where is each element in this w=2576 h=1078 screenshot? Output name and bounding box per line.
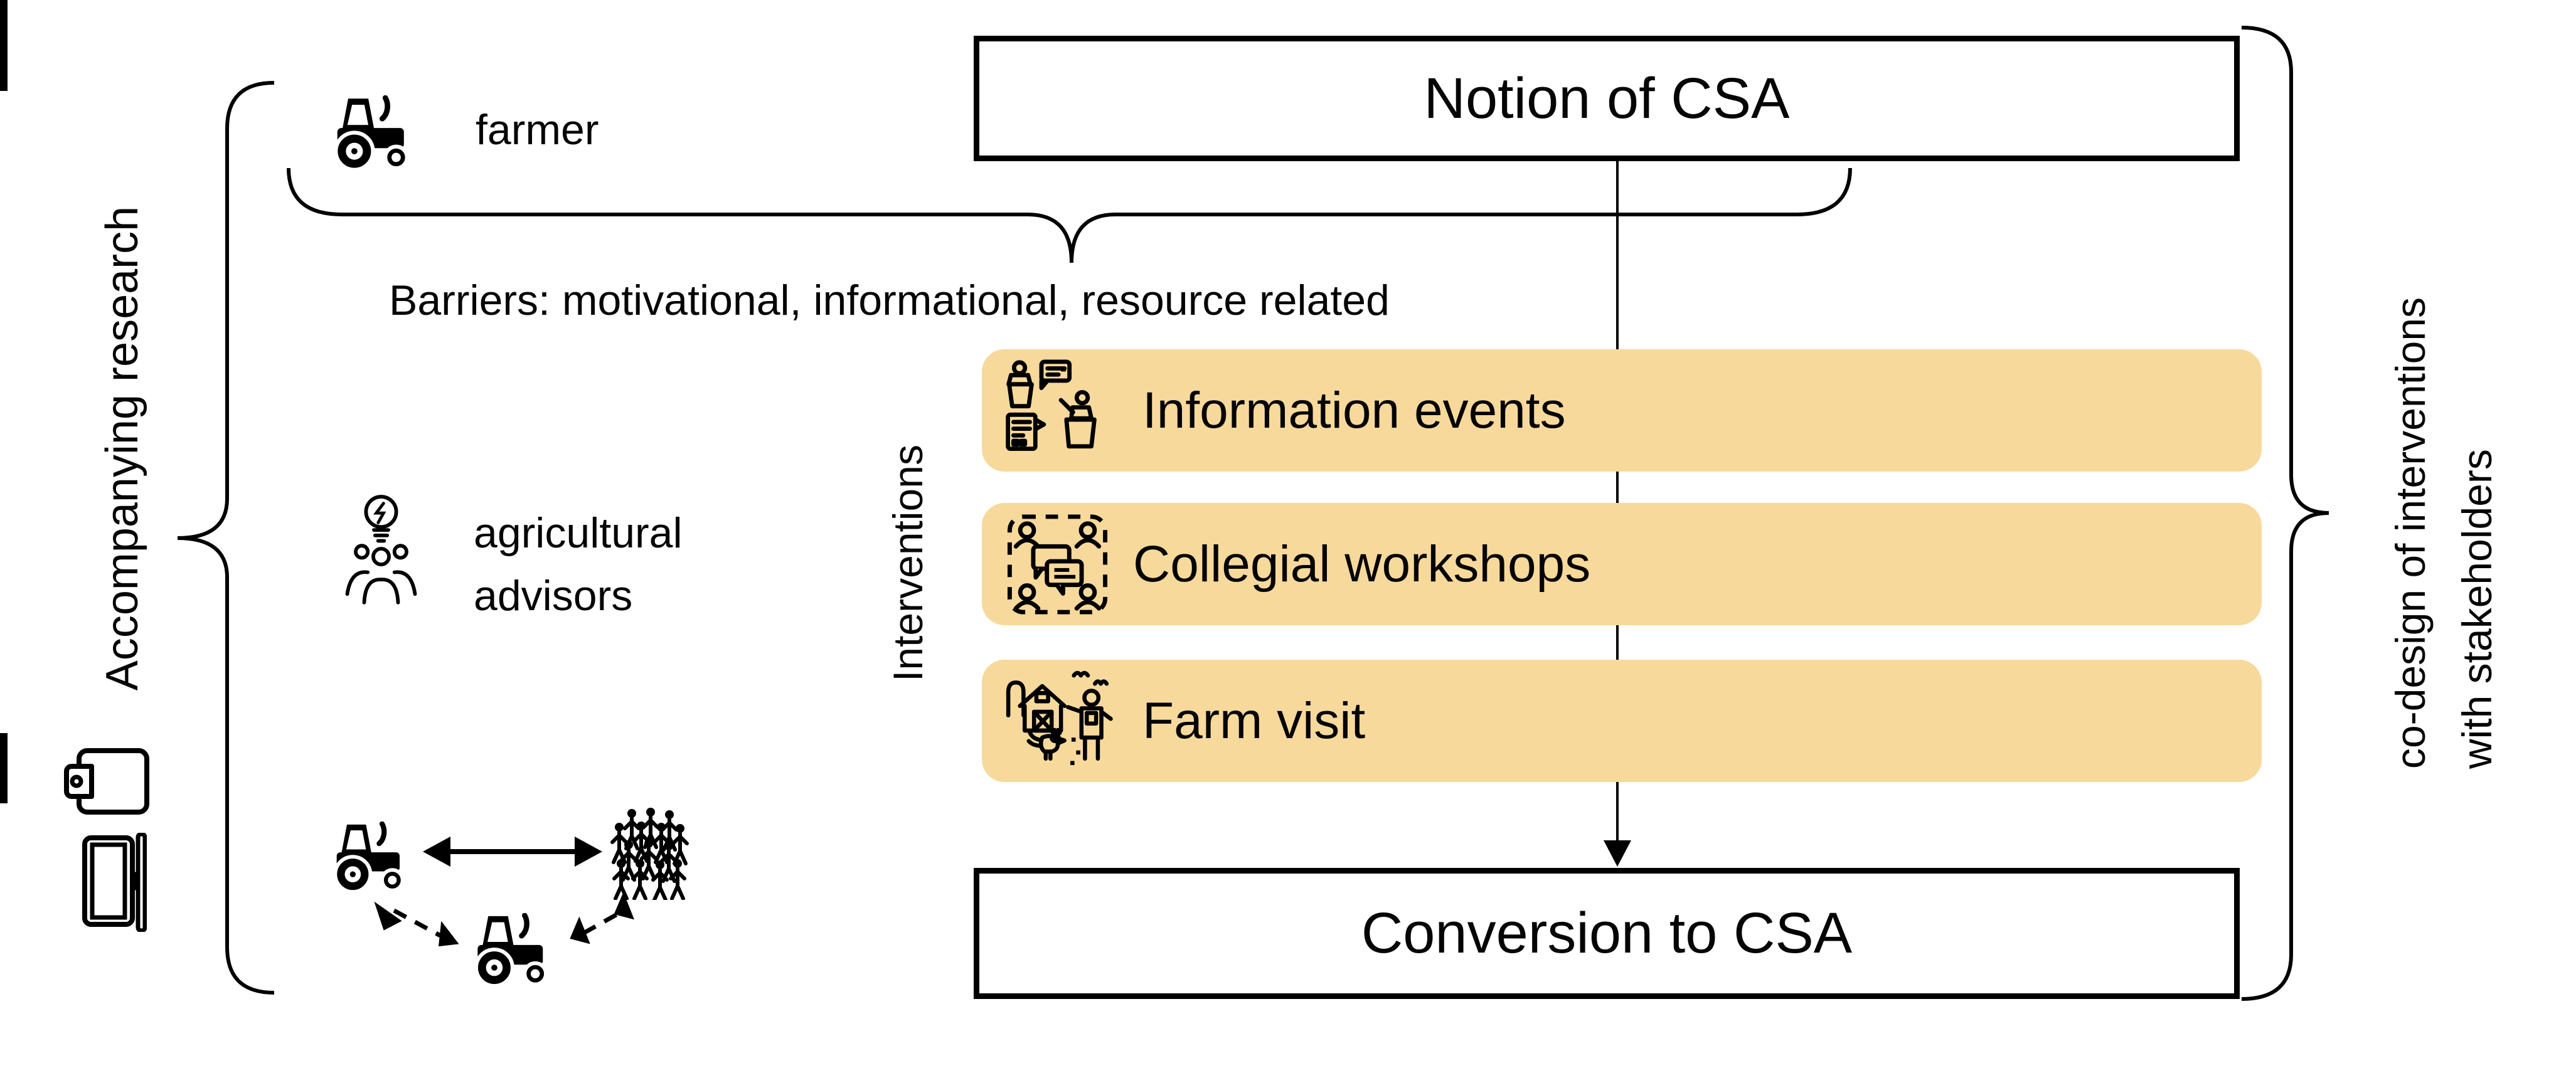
notion-of-csa-title: Notion of CSA (1424, 66, 1790, 130)
workshop-group-icon (1007, 514, 1108, 615)
advisors-label-line2: advisors (474, 572, 633, 620)
dashed-double-arrow-left (374, 901, 459, 947)
advisors-idea-group-icon (345, 495, 417, 605)
tractor-icon-network-1 (333, 822, 405, 894)
presentation-icon (1006, 359, 1097, 452)
barriers-underbrace (287, 167, 1852, 263)
intervention-label: Farm visit (1142, 692, 1366, 749)
intervention-label: Information events (1142, 381, 1566, 439)
codesign-label-line2: with stakeholders (2454, 449, 2500, 769)
codesign-label: co-design of interventions with stakehol… (2377, 297, 2510, 769)
left-edge-mark-top (0, 0, 8, 91)
clipboard-icon (64, 748, 149, 815)
interventions-axis-label: Interventions (885, 445, 931, 682)
notion-of-csa-box: Notion of CSA (974, 36, 2240, 161)
farm-icon (1006, 670, 1113, 765)
dashed-double-arrow-right (570, 892, 635, 944)
farmer-label: farmer (476, 106, 599, 154)
tractor-icon-farmer (334, 95, 409, 172)
conversion-to-csa-box: Conversion to CSA (974, 868, 2240, 999)
intervention-box-farm-visit: Farm visit (982, 660, 2262, 782)
barriers-text: Barriers: motivational, informational, r… (389, 277, 1390, 324)
intervention-box-collegial-workshops: Collegial workshops (982, 503, 2262, 625)
advisors-label: agricultural advisors (474, 502, 683, 627)
laptop-icon (82, 833, 147, 932)
intervention-box-information-events: Information events (982, 349, 2262, 472)
left-brace (177, 81, 275, 995)
tractor-icon-network-2 (474, 913, 548, 988)
conversion-to-csa-title: Conversion to CSA (1361, 901, 1853, 965)
solid-double-arrow (423, 837, 602, 867)
advisors-label-line1: agricultural (474, 509, 683, 557)
consumer-crowd-icon (604, 806, 691, 900)
left-edge-mark-bottom (0, 733, 8, 803)
codesign-label-line1: co-design of interventions (2387, 297, 2434, 769)
right-brace (2241, 26, 2329, 1001)
intervention-label: Collegial workshops (1133, 535, 1591, 593)
flow-arrowhead (1604, 840, 1631, 867)
